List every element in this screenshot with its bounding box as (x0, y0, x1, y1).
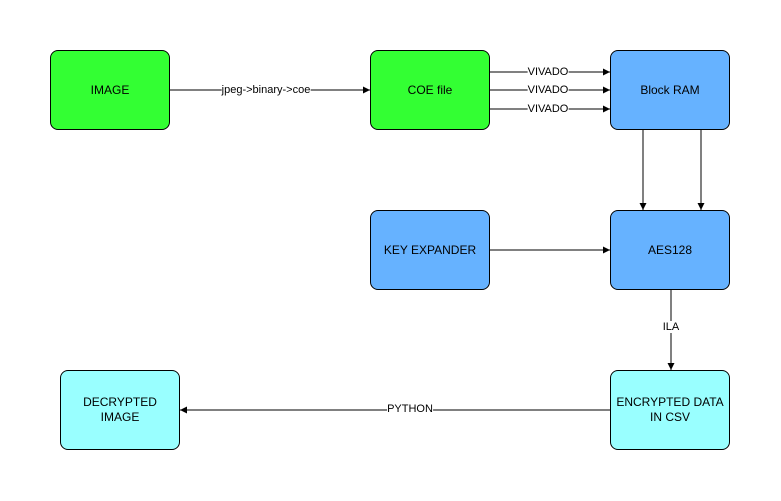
decrypted-image-node[interactable]: DECRYPTED IMAGE (60, 370, 180, 450)
edge-label-jpeg-binary-coe: jpeg->binary->coe (221, 84, 311, 96)
coe-file-node[interactable]: COE file (370, 50, 490, 130)
edge-label-vivado-1: VIVADO (527, 66, 569, 78)
edge-label-vivado-2: VIVADO (527, 84, 569, 96)
aes128-node[interactable]: AES128 (610, 210, 730, 290)
edge-label-python: PYTHON (387, 403, 433, 415)
image-node[interactable]: IMAGE (50, 50, 170, 130)
edge-label-vivado-3: VIVADO (527, 103, 569, 115)
encrypted-data-node[interactable]: ENCRYPTED DATA IN CSV (610, 370, 730, 450)
edge-label-ila: ILA (662, 321, 680, 333)
block-ram-node[interactable]: Block RAM (610, 50, 730, 130)
key-expander-node[interactable]: KEY EXPANDER (370, 210, 490, 290)
